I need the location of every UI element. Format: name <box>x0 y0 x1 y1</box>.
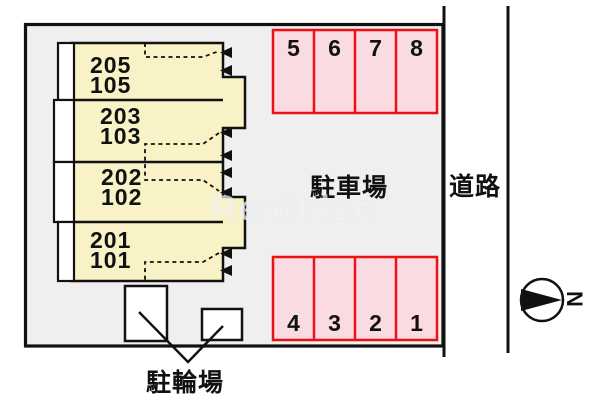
balcony-strip <box>52 160 76 224</box>
parking-space-number-3: 3 <box>328 310 341 336</box>
door-arrow-icon <box>220 265 232 276</box>
compass-needle-icon <box>521 289 562 311</box>
compass-icon <box>519 277 565 323</box>
unit-lower-number: 101 <box>90 247 132 273</box>
door-arrow-icon <box>220 65 232 76</box>
parking-space-number-2: 2 <box>369 310 382 336</box>
parking-space-number-5: 5 <box>287 35 300 61</box>
balcony-strip <box>52 98 76 164</box>
door-arrow-icon <box>220 187 232 198</box>
unit-label-201-101: 201 101 <box>90 227 132 273</box>
door-arrow-icon <box>220 127 232 138</box>
unit-lower-number: 105 <box>90 72 132 98</box>
compass-north-label: N <box>562 291 587 307</box>
parking-block-top <box>271 28 439 115</box>
bicycle-parking-label: 駐輪場 <box>146 369 225 397</box>
road-label: 道路 <box>449 173 502 201</box>
bicycle-pointer-lines <box>138 311 224 364</box>
unit-lower-number: 103 <box>100 123 142 149</box>
door-arrow-icon <box>220 150 232 161</box>
parking-space-number-4: 4 <box>287 310 300 336</box>
parking-space-number-6: 6 <box>328 35 341 61</box>
door-arrow-icon <box>220 167 232 178</box>
unit-label-202-102: 202 102 <box>101 164 143 210</box>
door-arrow-icon <box>220 47 232 58</box>
unit-upper-number: 201 <box>90 227 132 253</box>
parking-block-bottom <box>271 255 439 342</box>
watermark: Renthise <box>211 189 375 228</box>
parking-space-number-7: 7 <box>369 35 382 61</box>
entrance-path-dashed <box>144 132 220 192</box>
unit-upper-number: 202 <box>101 164 143 190</box>
unit-label-205-105: 205 105 <box>90 52 132 98</box>
parking-lot-label: 駐車場 <box>310 174 389 202</box>
door-arrow-icon <box>220 248 232 259</box>
unit-label-203-103: 203 103 <box>100 103 142 149</box>
unit-upper-number: 203 <box>100 103 142 129</box>
parking-space-number-1: 1 <box>410 310 423 336</box>
entrance-path-dashed <box>144 252 220 281</box>
balcony-strip <box>56 220 76 283</box>
balcony-strip <box>56 41 76 102</box>
unit-lower-number: 102 <box>101 184 143 210</box>
parking-space-number-8: 8 <box>410 35 423 61</box>
unit-upper-number: 205 <box>90 52 132 78</box>
bicycle-box-small <box>200 307 244 342</box>
